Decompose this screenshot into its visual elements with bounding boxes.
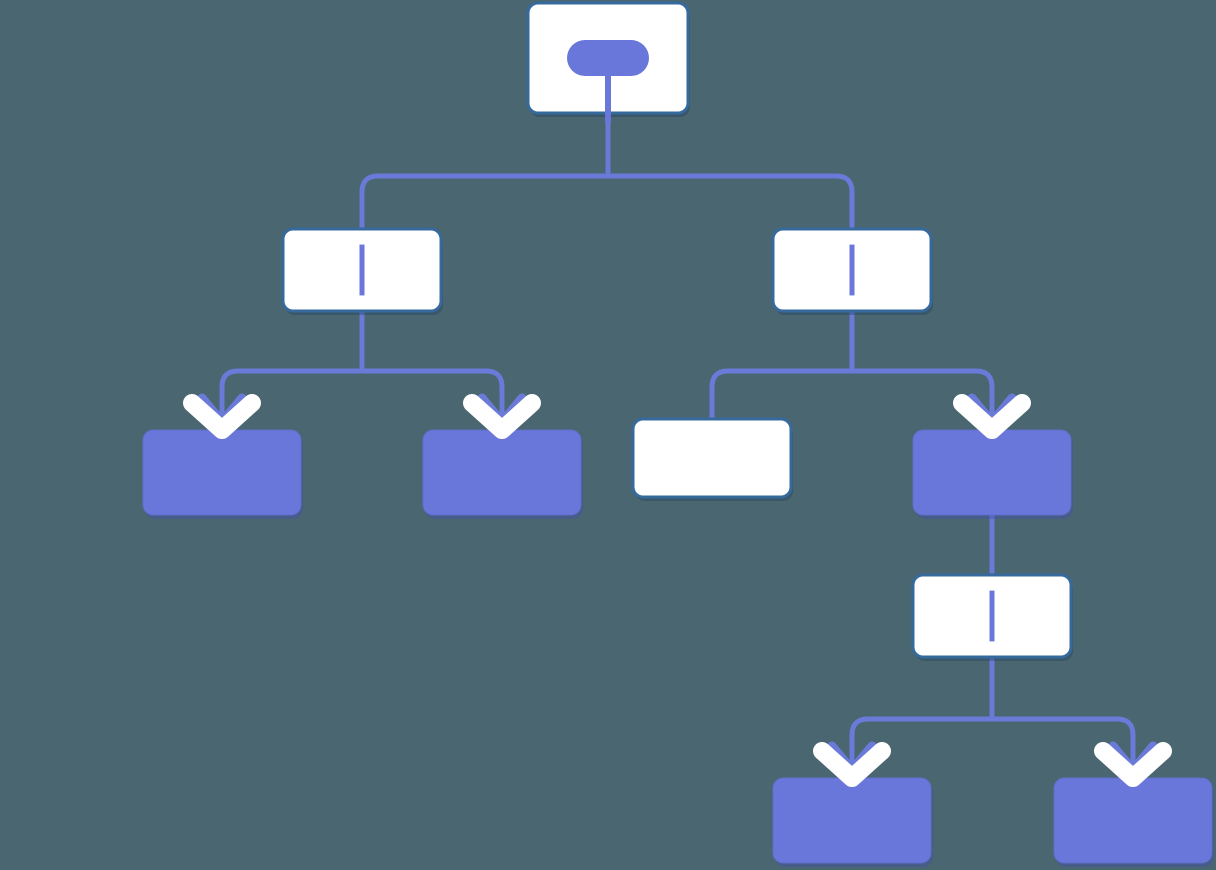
- edge-lower-branch-to-leaf-4: [849, 657, 995, 776]
- vertical-bar-glyph: [849, 244, 855, 296]
- arrowhead-leaf-4-outer-chevron: [813, 742, 891, 787]
- branch-card-lower[interactable]: [911, 573, 1073, 661]
- vertical-bar-glyph: [989, 590, 995, 642]
- arrowhead-leaf-1: [183, 393, 261, 439]
- arrowhead-leaf-3: [953, 393, 1031, 439]
- pill-stem-glyph: [605, 74, 611, 122]
- leaf-node-4[interactable]: [772, 777, 933, 867]
- leaf-node-5[interactable]: [1053, 777, 1214, 867]
- leaf-node-3[interactable]: [912, 429, 1073, 519]
- vertical-bar-glyph: [359, 244, 365, 296]
- leaf-node-2[interactable]: [422, 429, 583, 519]
- branch-card-right[interactable]: [771, 227, 933, 315]
- arrowhead-leaf-2-outer-chevron: [463, 394, 541, 439]
- pill-glyph: [567, 40, 649, 76]
- edge-left-branch-to-leaf-2: [359, 311, 505, 428]
- root-card[interactable]: [526, 1, 690, 122]
- arrowhead-leaf-4: [813, 741, 891, 787]
- arrowhead-leaf-5: [1094, 741, 1172, 787]
- edge-root-to-left-branch: [359, 113, 611, 229]
- plain-card-body[interactable]: [631, 417, 793, 499]
- leaf-node-1[interactable]: [142, 429, 303, 519]
- arrowhead-leaf-3-outer-chevron: [953, 394, 1031, 439]
- arrowhead-leaf-5-outer-chevron: [1094, 742, 1172, 787]
- branch-card-left[interactable]: [281, 227, 443, 315]
- edge-left-branch-to-leaf-1: [219, 311, 365, 428]
- plain-card[interactable]: [631, 417, 793, 501]
- edge-lower-branch-to-leaf-5: [989, 657, 1136, 776]
- arrowhead-leaf-1-outer-chevron: [183, 394, 261, 439]
- edge-right-branch-to-leaf-3: [849, 311, 995, 428]
- edge-root-to-right-branch: [605, 113, 855, 229]
- arrowhead-leaf-2: [463, 393, 541, 439]
- edge-right-branch-to-plain: [709, 311, 855, 419]
